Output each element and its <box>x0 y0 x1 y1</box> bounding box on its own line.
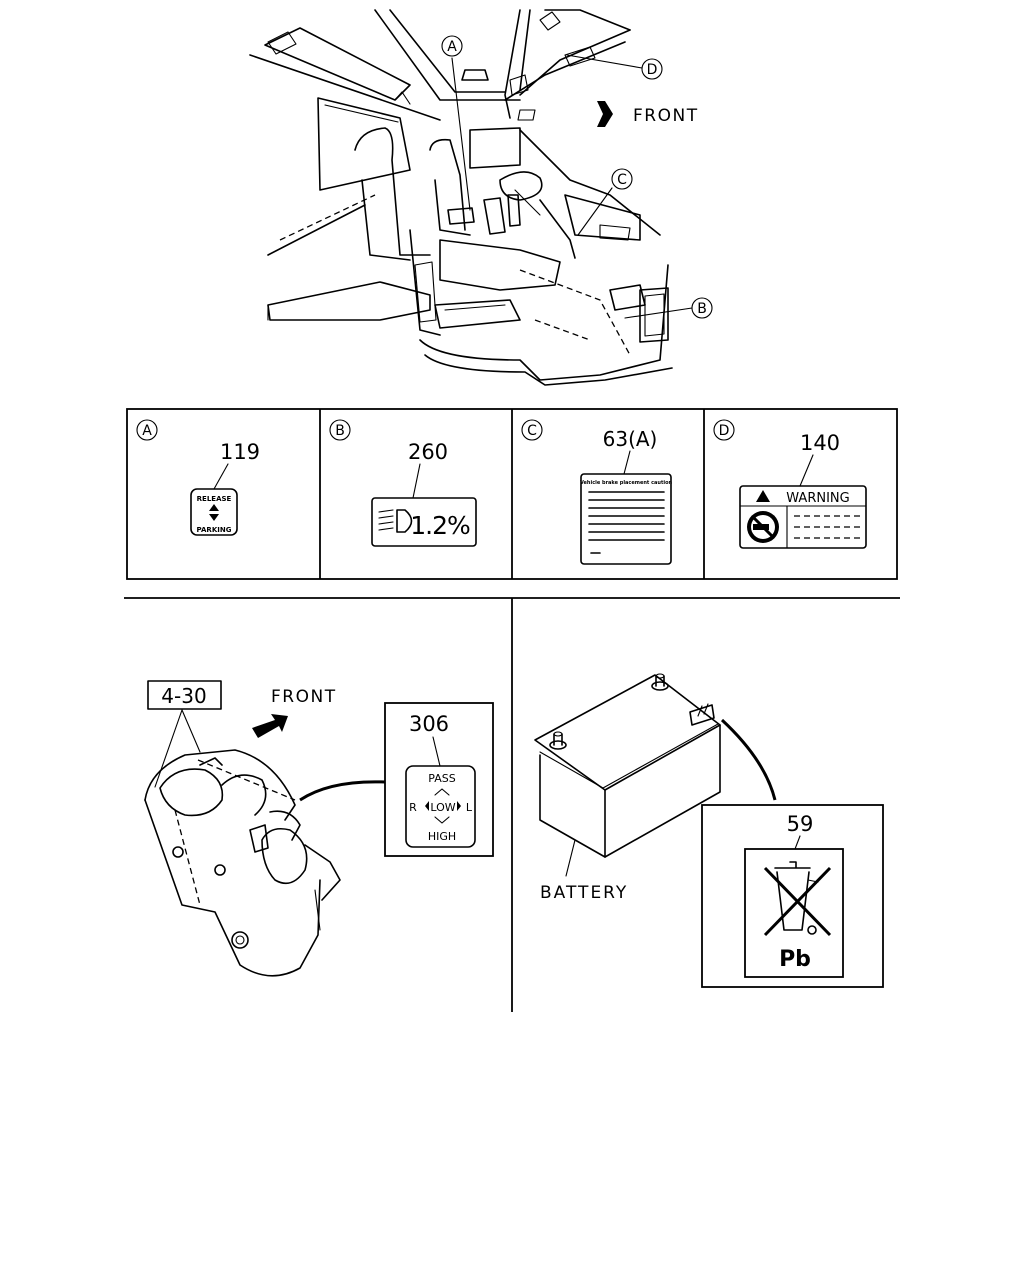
battery-terminal-right <box>651 673 669 691</box>
battery-terminal-left <box>549 731 567 750</box>
svg-text:4-30: 4-30 <box>161 684 206 708</box>
switch-label-leader <box>299 780 386 802</box>
svg-text:WARNING: WARNING <box>786 491 849 506</box>
arrow-up-icon <box>209 504 219 511</box>
battery-label-leader <box>720 718 777 801</box>
arrow-down-icon <box>209 514 219 521</box>
label-cell-d: D 140 WARNING <box>713 419 867 549</box>
svg-text:1.2%: 1.2% <box>410 511 470 540</box>
part-number-119: 119 <box>220 440 260 464</box>
callout-d-marker: D <box>641 58 663 80</box>
callout-leaders <box>451 54 693 319</box>
label-cell-a: A 119 RELEASE PARKING <box>136 419 260 536</box>
part-number-306: 306 <box>409 712 449 736</box>
svg-text:LOW: LOW <box>430 801 455 814</box>
recycling-pb-label: 59 Pb <box>701 804 884 988</box>
combination-switch-illustration <box>144 749 341 977</box>
svg-text:PASS: PASS <box>428 772 455 785</box>
svg-text:PARKING: PARKING <box>197 526 232 534</box>
warning-label <box>739 485 867 549</box>
svg-text:HIGH: HIGH <box>428 830 456 843</box>
svg-text:B: B <box>335 423 345 439</box>
warning-triangle-icon <box>756 490 770 502</box>
part-number-59: 59 <box>787 812 814 836</box>
front-label: FRONT <box>633 106 699 126</box>
svg-text:Vehicle brake placement cautio: Vehicle brake placement caution <box>580 480 673 486</box>
caution-text-label <box>580 473 672 565</box>
front-label-lower: FRONT <box>271 687 337 707</box>
callout-c-marker: C <box>611 168 633 190</box>
dimmer-pass-label: 306 PASS R LOW L HIGH <box>384 702 494 857</box>
battery-illustration <box>534 673 721 877</box>
callout-b-marker: B <box>691 297 713 319</box>
cab-interior-illustration <box>249 9 673 386</box>
svg-text:D: D <box>719 423 730 439</box>
battery-label: BATTERY <box>540 883 628 903</box>
chevron-up-icon <box>434 788 450 796</box>
svg-text:A: A <box>447 39 457 55</box>
svg-text:C: C <box>617 172 627 188</box>
headlamp-icon <box>378 509 413 533</box>
svg-text:C: C <box>527 423 537 439</box>
front-direction-arrow-lower: FRONT <box>252 687 337 738</box>
label-table <box>126 408 898 580</box>
svg-text:R: R <box>409 801 417 814</box>
headlamp-aim-label <box>371 497 477 547</box>
part-number-63a: 63(A) <box>603 427 658 451</box>
crossed-bin-icon <box>763 861 832 937</box>
release-parking-label <box>190 488 238 536</box>
part-number-260: 260 <box>408 440 448 464</box>
svg-text:B: B <box>697 301 707 317</box>
label-cell-c: C 63(A) Vehicle brake placement caution <box>521 419 673 565</box>
front-direction-arrow: FRONT <box>597 101 699 127</box>
label-cell-b: B 260 1.2% <box>329 419 477 547</box>
svg-text:D: D <box>647 62 658 78</box>
chevron-down-icon <box>434 816 450 824</box>
svg-text:A: A <box>142 423 152 439</box>
svg-text:L: L <box>466 801 473 814</box>
svg-text:Pb: Pb <box>779 947 811 972</box>
part-number-140: 140 <box>800 431 840 455</box>
reference-box-4-30: 4-30 <box>147 680 222 788</box>
no-smoking-icon <box>747 511 779 543</box>
callout-a-marker: A <box>441 35 463 57</box>
svg-text:RELEASE: RELEASE <box>197 495 232 503</box>
caution-text-lines <box>588 491 665 554</box>
